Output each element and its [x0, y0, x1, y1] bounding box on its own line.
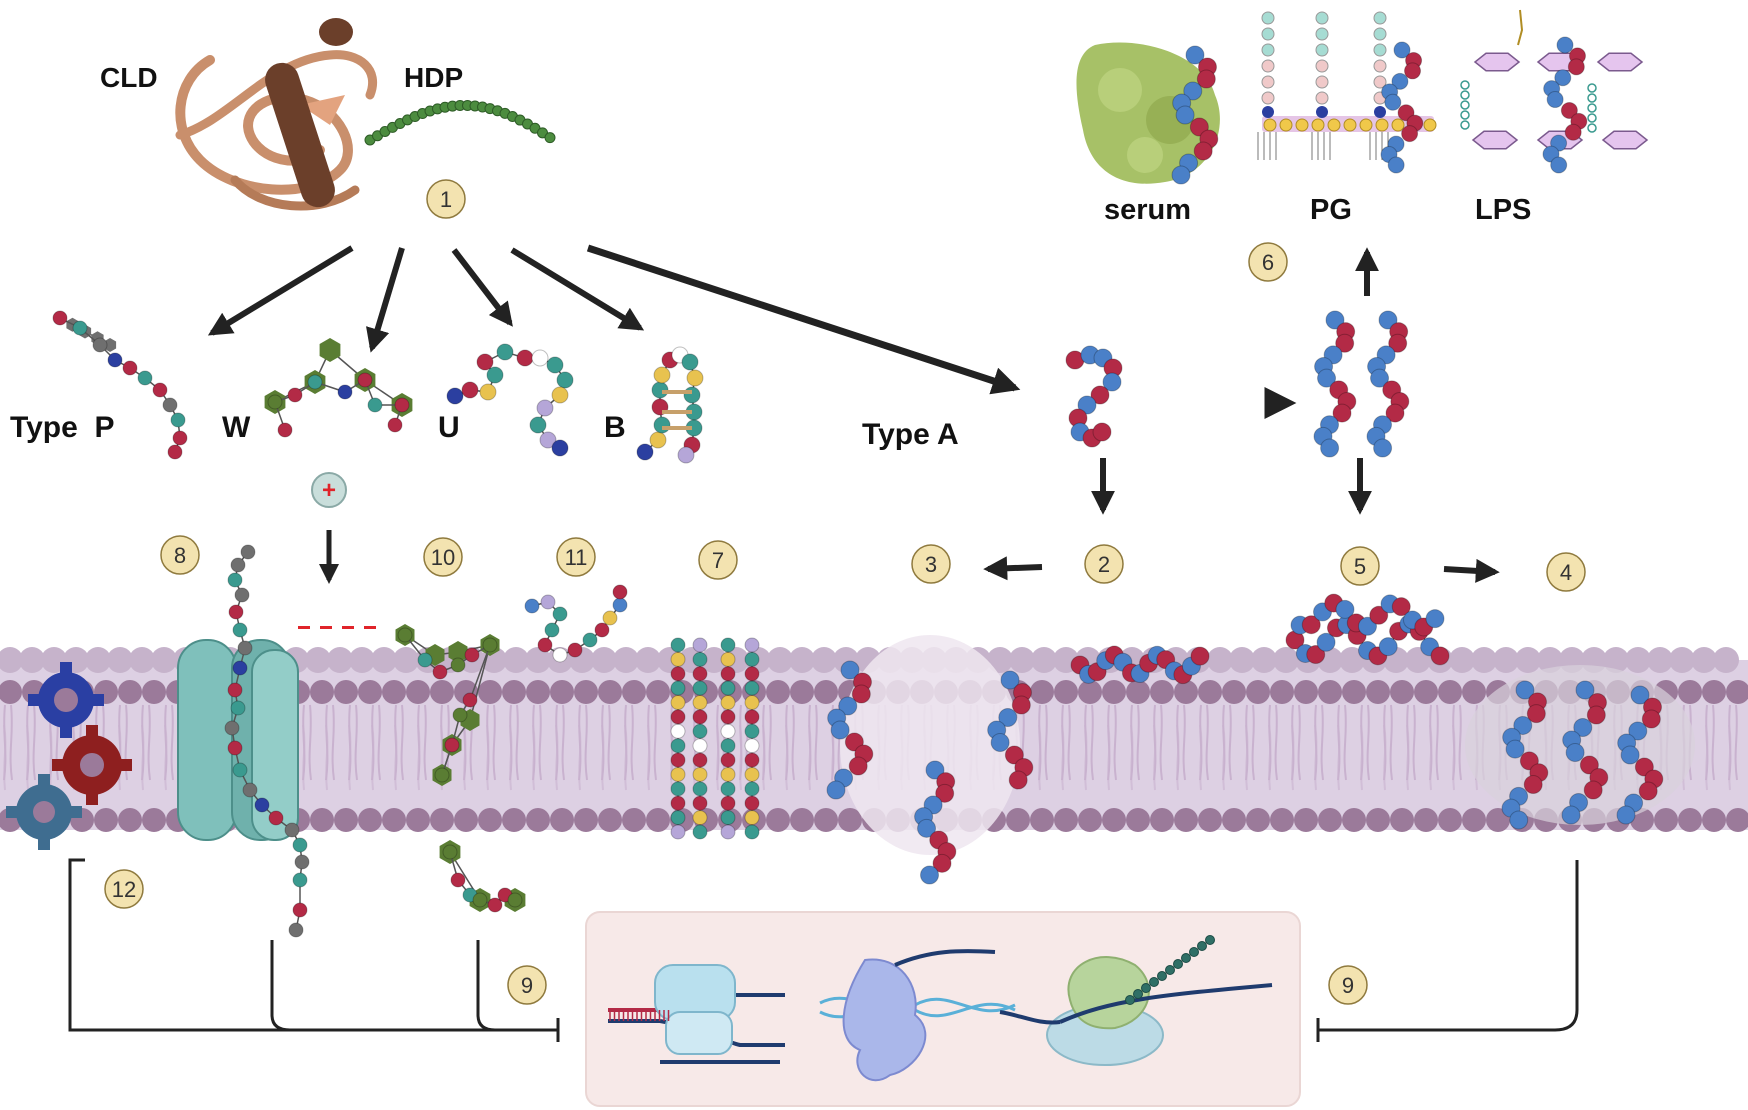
toroidal-peptide-bottom: [914, 760, 957, 885]
barrel-peptide-2: [692, 637, 708, 840]
type-a-dimer-right: [1366, 310, 1410, 458]
label-cld: CLD: [100, 62, 158, 93]
arrow-2-to-3: [983, 556, 1043, 581]
type-w-peptide-hex: [264, 338, 413, 417]
peptide-chains: [52, 36, 1664, 938]
inhibition-lines: [68, 858, 1579, 1042]
arrow-to-u: [451, 248, 513, 327]
cld-protein-structure: [175, 18, 378, 211]
rna-polymerase-icon: [608, 964, 785, 1064]
marker-m1: 1: [426, 179, 466, 219]
intracellular-targets-inset: [585, 911, 1301, 1107]
gear-icon-red: [52, 725, 132, 805]
marker-label-m6: 6: [1262, 250, 1274, 275]
type-u-peptide: [446, 343, 574, 457]
marker-label-m11: 11: [565, 545, 588, 570]
carpet-peptide-1: [1070, 645, 1210, 685]
marker-label-m7: 7: [712, 548, 724, 573]
marker-label-m5: 5: [1354, 554, 1366, 579]
type-b-peptide: [636, 346, 704, 464]
label-type-a: Type A: [862, 418, 959, 451]
membrane-w-peptide: [397, 627, 498, 783]
type-a-monomer: [1065, 345, 1123, 448]
type-p-peptide: [52, 310, 188, 460]
channel-translocating-peptide: [224, 544, 310, 938]
positive-charge-symbol: +: [322, 477, 336, 504]
marker-label-m8: 8: [174, 543, 186, 568]
stave-peptide-2: [1561, 680, 1609, 825]
marker-m11: 11: [556, 537, 596, 577]
arrow-to-type-a: [586, 244, 1021, 395]
marker-m10: 10: [423, 537, 463, 577]
label-u: U: [438, 411, 460, 444]
label-lps: LPS: [1475, 194, 1531, 226]
marker-m2: 2: [1084, 544, 1124, 584]
label-b: B: [604, 411, 626, 444]
inhibition-link-channel: [270, 940, 291, 1032]
positive-charge-icon: +: [311, 472, 347, 508]
label-pg: PG: [1310, 194, 1352, 226]
dna-binding-icon: [819, 949, 1016, 1082]
stave-peptide-1: [1501, 680, 1549, 830]
marker-m5: 5: [1340, 546, 1380, 586]
gear-icon-steel: [6, 774, 82, 850]
gear-icon-blue: [28, 662, 104, 738]
marker-m3: 3: [911, 544, 951, 584]
arrow-to-type-p: [207, 245, 354, 336]
inhibition-line-right: [1318, 860, 1579, 1032]
ion-channel: [177, 639, 299, 841]
toroidal-peptide-left: [826, 660, 874, 800]
marker-m4: 4: [1546, 552, 1586, 592]
marker-label-m9b: 9: [1342, 973, 1354, 998]
stave-peptide-3: [1616, 685, 1664, 825]
arrow-to-b: [510, 247, 645, 331]
pg-bound-peptide: [1380, 41, 1424, 174]
inhibition-link-translocation: [476, 940, 496, 1032]
marker-label-m4: 4: [1560, 560, 1572, 585]
hdp-peptide-tail: [364, 99, 556, 146]
marker-m12: 12: [104, 869, 144, 909]
marker-label-m12: 12: [112, 877, 136, 902]
cytoplasm-w-peptide: [442, 844, 523, 913]
inhibition-bar-12: [68, 858, 558, 1032]
marker-m6: 6: [1248, 242, 1288, 282]
label-hdp: HDP: [404, 62, 463, 93]
marker-m8: 8: [160, 535, 200, 575]
arrow-to-w: [366, 247, 405, 353]
barrel-peptide-1: [670, 637, 686, 840]
marker-label-m1: 1: [440, 187, 452, 212]
type-w-peptide: [267, 372, 410, 438]
marker-label-m3: 3: [925, 552, 937, 577]
label-w: W: [222, 411, 251, 444]
negative-charge-dashes: [298, 626, 376, 629]
carpet-peptide-3: [1290, 593, 1445, 637]
ribosome-icon: [999, 956, 1273, 1066]
serum-bound-peptide: [1171, 45, 1219, 185]
marker-m9b: 9: [1328, 965, 1368, 1005]
toroidal-peptide-right: [987, 670, 1034, 790]
type-a-dimer-left: [1313, 310, 1357, 458]
lps-structure: [1460, 9, 1649, 150]
type-b-hbonds: [662, 390, 692, 430]
marker-label-m10: 10: [431, 545, 455, 570]
marker-label-m9a: 9: [521, 973, 533, 998]
arrow-5-to-4: [1443, 558, 1500, 583]
marker-m9a: 9: [507, 965, 547, 1005]
lps-bound-peptide: [1542, 36, 1588, 174]
toroidal-pore-region: [840, 635, 1020, 855]
label-type-p: Type P: [10, 411, 114, 444]
membrane-surface-u-peptide: [524, 584, 628, 663]
label-serum: serum: [1104, 194, 1191, 226]
barrel-peptide-4: [744, 637, 760, 840]
marker-m7: 7: [698, 540, 738, 580]
marker-label-m2: 2: [1098, 552, 1110, 577]
classification-arrows: [207, 244, 1500, 584]
barrel-peptide-3: [720, 637, 736, 840]
